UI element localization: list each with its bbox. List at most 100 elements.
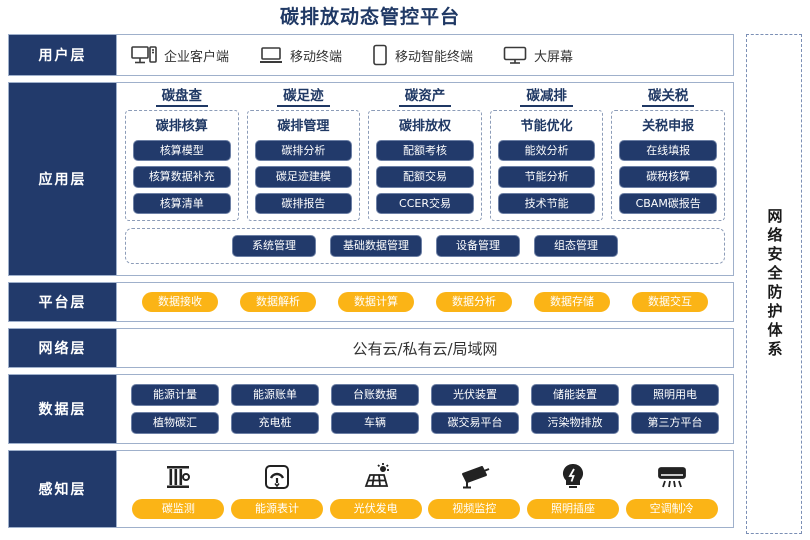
- app-column-title: 碳减排: [520, 89, 573, 107]
- app-column-title: 碳资产: [398, 89, 452, 107]
- layer-label-perception: 感知层: [9, 451, 117, 527]
- management-pill[interactable]: 基础数据管理: [330, 235, 422, 258]
- perception-label: 碳监测: [132, 499, 225, 519]
- perception-label: 照明插座: [526, 499, 619, 519]
- data-pill[interactable]: 植物碳汇: [131, 412, 219, 434]
- data-pill[interactable]: 污染物排放: [531, 412, 619, 434]
- light-bulb-icon: [559, 460, 587, 494]
- data-pill[interactable]: 第三方平台: [631, 412, 719, 434]
- app-column-subtitle: 节能优化: [520, 118, 573, 134]
- app-column-title: 碳足迹: [277, 89, 330, 107]
- app-column-box: 碳排核算 核算模型 核算数据补充 核算清单: [125, 109, 239, 222]
- app-column-carbon-inventory: 碳盘查 碳排核算 核算模型 核算数据补充 核算清单: [125, 89, 239, 222]
- layer-body-data: 能源计量 能源账单 台账数据 光伏装置 储能装置 照明用电 植物碳汇 充电桩 车…: [117, 375, 733, 443]
- user-item-label: 移动智能终端: [395, 49, 474, 65]
- user-item-smart-mobile-terminal[interactable]: 移动智能终端: [372, 44, 473, 66]
- data-pill[interactable]: 照明用电: [631, 384, 719, 406]
- perception-item-carbon-monitoring[interactable]: 碳监测: [132, 460, 225, 519]
- page-title: 碳排放动态管控平台: [279, 6, 460, 28]
- app-column-subtitle: 碳排放权: [398, 118, 451, 134]
- app-item-pill[interactable]: 配额交易: [376, 166, 474, 188]
- data-pill[interactable]: 能源账单: [231, 384, 319, 406]
- app-item-pill[interactable]: 碳税核算: [619, 166, 717, 188]
- app-item-pill[interactable]: 碳排报告: [254, 192, 353, 215]
- app-item-pill[interactable]: CCER交易: [376, 192, 474, 215]
- data-pill[interactable]: 车辆: [331, 412, 419, 434]
- data-pill[interactable]: 充电桩: [231, 412, 319, 434]
- gauge-meter-icon: [262, 460, 292, 494]
- layer-application: 应用层 碳盘查 碳排核算 核算模型 核算数据补充 核算清单 碳足迹: [8, 82, 734, 276]
- layer-body-user: 企业客户端 移动终端: [117, 35, 733, 75]
- user-item-label: 移动终端: [290, 49, 343, 65]
- user-item-mobile-terminal[interactable]: 移动终端: [259, 45, 342, 65]
- app-column-carbon-reduction: 碳减排 节能优化 能效分析 节能分析 技术节能: [489, 89, 604, 222]
- layer-platform: 平台层 数据接收 数据解析 数据计算 数据分析 数据存储 数据交互: [8, 282, 734, 322]
- app-item-pill[interactable]: CBAM碳报告: [619, 192, 717, 215]
- laptop-icon: [259, 45, 283, 65]
- security-sidebar-label: 网络安全防护体系: [765, 208, 784, 360]
- app-item-pill[interactable]: 碳排分析: [254, 139, 353, 162]
- management-pill[interactable]: 组态管理: [534, 235, 618, 258]
- perception-label: 光伏发电: [329, 499, 422, 519]
- app-item-pill[interactable]: 核算清单: [133, 192, 231, 215]
- layer-body-application: 碳盘查 碳排核算 核算模型 核算数据补充 核算清单 碳足迹 碳排管理 碳排分析: [117, 83, 733, 275]
- app-item-pill[interactable]: 在线填报: [619, 139, 717, 162]
- data-row: 能源计量 能源账单 台账数据 光伏装置 储能装置 照明用电: [129, 384, 721, 406]
- layer-label-network: 网络层: [9, 329, 117, 367]
- smartphone-icon: [372, 44, 388, 66]
- network-text: 公有云/私有云/局域网: [352, 339, 498, 358]
- data-pill[interactable]: 储能装置: [531, 384, 619, 406]
- app-item-pill[interactable]: 配额考核: [376, 139, 474, 162]
- data-pill[interactable]: 碳交易平台: [431, 412, 519, 434]
- app-column-subtitle: 关税申报: [642, 118, 695, 134]
- perception-label: 视频监控: [428, 499, 521, 519]
- app-item-pill[interactable]: 核算模型: [133, 139, 231, 162]
- security-sidebar: 网络安全防护体系: [746, 34, 802, 534]
- app-column-box: 碳排放权 配额考核 配额交易 CCER交易: [368, 109, 482, 222]
- platform-pill[interactable]: 数据分析: [436, 292, 512, 312]
- perception-label: 能源表计: [230, 499, 323, 519]
- perception-item-video-surveillance[interactable]: 视频监控: [428, 460, 521, 519]
- app-column-title: 碳关税: [641, 89, 695, 107]
- app-item-pill[interactable]: 能效分析: [497, 139, 596, 162]
- cctv-camera-icon: [458, 460, 490, 494]
- layer-user: 用户层 企业客户端: [8, 34, 734, 76]
- layer-perception: 感知层 碳监测: [8, 450, 734, 528]
- layer-label-application: 应用层: [9, 83, 117, 275]
- platform-pill[interactable]: 数据交互: [632, 292, 708, 312]
- user-item-enterprise-client[interactable]: 企业客户端: [131, 45, 229, 65]
- management-box: 系统管理 基础数据管理 设备管理 组态管理: [125, 228, 725, 265]
- app-column-box: 碳排管理 碳排分析 碳足迹建模 碳排报告: [246, 109, 361, 222]
- platform-pill[interactable]: 数据接收: [142, 292, 218, 312]
- layer-label-platform: 平台层: [9, 283, 117, 321]
- layer-stack: 用户层 企业客户端: [8, 34, 734, 528]
- solar-panel-icon: [361, 460, 391, 494]
- platform-pill[interactable]: 数据解析: [240, 292, 316, 312]
- application-columns: 碳盘查 碳排核算 核算模型 核算数据补充 核算清单 碳足迹 碳排管理 碳排分析: [125, 89, 725, 222]
- app-column-carbon-footprint: 碳足迹 碳排管理 碳排分析 碳足迹建模 碳排报告: [246, 89, 361, 222]
- app-column-subtitle: 碳排核算: [155, 118, 208, 134]
- air-conditioner-icon: [656, 460, 688, 494]
- perception-item-energy-meter[interactable]: 能源表计: [230, 460, 323, 519]
- data-pill[interactable]: 光伏装置: [431, 384, 519, 406]
- management-pill[interactable]: 系统管理: [232, 235, 316, 258]
- platform-pill[interactable]: 数据存储: [534, 292, 610, 312]
- management-pill[interactable]: 设备管理: [436, 235, 520, 258]
- app-item-pill[interactable]: 节能分析: [497, 166, 596, 188]
- app-column-box: 关税申报 在线填报 碳税核算 CBAM碳报告: [611, 109, 725, 222]
- data-pill[interactable]: 能源计量: [131, 384, 219, 406]
- app-item-pill[interactable]: 核算数据补充: [133, 166, 231, 188]
- data-row: 植物碳汇 充电桩 车辆 碳交易平台 污染物排放 第三方平台: [129, 412, 721, 434]
- platform-pill[interactable]: 数据计算: [338, 292, 414, 312]
- perception-item-lighting-socket[interactable]: 照明插座: [526, 460, 619, 519]
- layer-body-perception: 碳监测 能源表计: [117, 451, 733, 527]
- app-item-pill[interactable]: 碳足迹建模: [254, 166, 353, 188]
- data-pill[interactable]: 台账数据: [331, 384, 419, 406]
- app-item-pill[interactable]: 技术节能: [497, 192, 596, 215]
- user-item-large-screen[interactable]: 大屏幕: [503, 45, 573, 65]
- user-item-label: 大屏幕: [534, 49, 574, 65]
- perception-item-solar-power[interactable]: 光伏发电: [329, 460, 422, 519]
- perception-item-air-conditioning[interactable]: 空调制冷: [625, 460, 718, 519]
- carbon-sensor-icon: [163, 460, 193, 494]
